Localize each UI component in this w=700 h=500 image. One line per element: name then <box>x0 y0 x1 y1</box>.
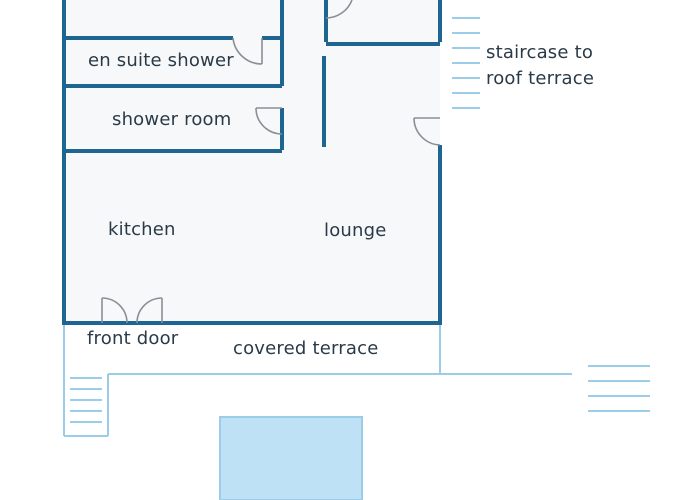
label-covered-terrace: covered terrace <box>233 338 379 359</box>
interior-walls <box>64 0 440 153</box>
interior-floor <box>64 0 440 323</box>
terrace-outline <box>63 325 572 437</box>
pool <box>219 416 363 500</box>
roof-staircase <box>452 17 480 109</box>
label-kitchen: kitchen <box>108 219 176 240</box>
exterior-walls <box>62 0 442 325</box>
label-shower-room: shower room <box>112 109 232 130</box>
door-swings <box>101 0 441 324</box>
label-en-suite-shower: en suite shower <box>88 50 234 71</box>
label-staircase-line2: roof terrace <box>486 68 595 89</box>
label-lounge: lounge <box>324 220 387 241</box>
terrace-steps-left <box>70 377 102 423</box>
terrace-steps-right <box>588 365 650 412</box>
label-staircase-line1: staircase to <box>486 42 594 63</box>
label-front-door: front door <box>87 328 179 349</box>
